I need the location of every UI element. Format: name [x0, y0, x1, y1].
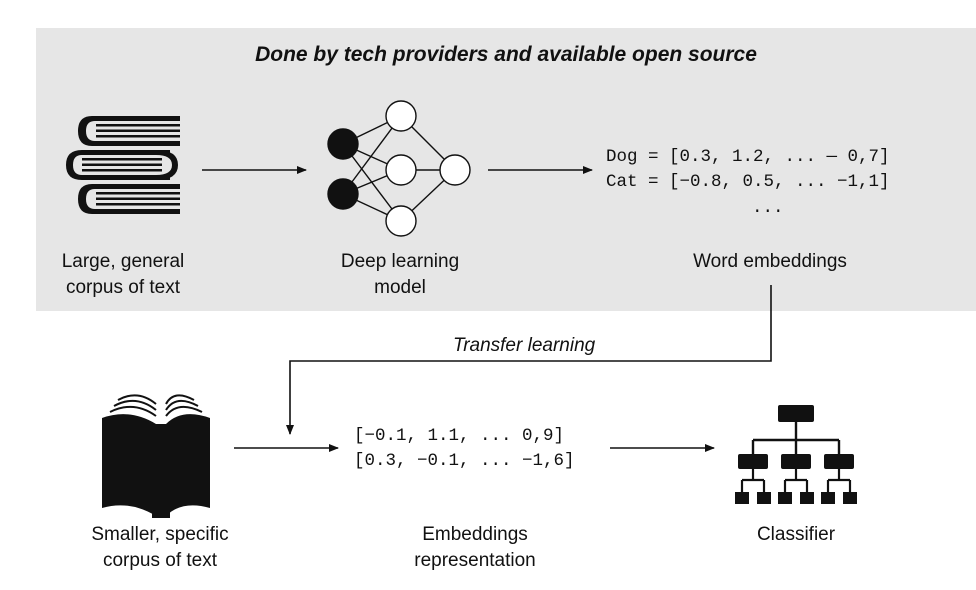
open-book-icon	[102, 394, 210, 518]
representation-line-1: [−0.1, 1.1, ... 0,9]	[354, 426, 565, 446]
tree-hierarchy-icon	[735, 405, 857, 504]
neural-network-icon	[327, 100, 471, 237]
representation-line-2: [0.3, −0.1, ... −1,6]	[354, 451, 575, 471]
embedding-line-dog: Dog = [0.3, 1.2, ... — 0,7]	[606, 147, 890, 167]
classifier-label: Classifier	[756, 524, 836, 545]
transfer-learning-label: Transfer learning	[453, 335, 596, 356]
smaller-corpus-label: Smaller, specific corpus of text	[91, 524, 229, 571]
deep-learning-model-label: Deep learning model	[340, 251, 460, 298]
panel-title: Done by tech providers and available ope…	[255, 43, 757, 66]
embeddings-representation-label: Embeddings representation	[414, 524, 536, 571]
embedding-line-cat: Cat = [−0.8, 0.5, ... −1,1]	[606, 172, 890, 192]
transfer-learning-arrow	[286, 285, 772, 435]
large-corpus-label: Large, general corpus of text	[61, 251, 185, 298]
embedding-line-ellipsis: ...	[752, 198, 784, 218]
stacked-books-icon	[66, 116, 180, 214]
word-embeddings-label: Word embeddings	[693, 251, 847, 272]
